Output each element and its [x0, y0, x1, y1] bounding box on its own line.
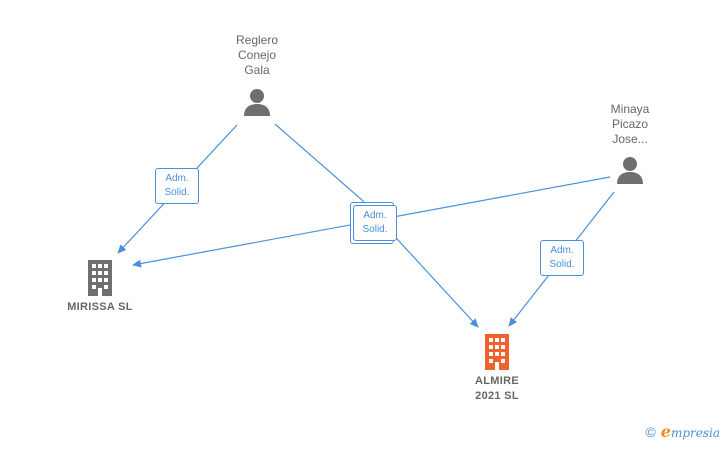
company-node-mirissa[interactable]: MIRISSA SL	[55, 260, 145, 315]
person-name-line-3: Gala	[244, 63, 270, 77]
person-icon	[617, 157, 643, 184]
edge-label-line-2: Solid.	[362, 224, 388, 235]
person-name-line-1: Reglero	[235, 33, 279, 47]
edge-label-reglero-mirissa[interactable]: Adm. Solid.	[155, 168, 199, 204]
building-icon	[485, 334, 509, 370]
brand-logo-e: e	[660, 422, 671, 441]
person-icon	[244, 89, 270, 116]
edge-label-line-1: Adm.	[550, 245, 574, 256]
person-name-line-3: Jose...	[612, 132, 648, 146]
company-name: MIRISSA SL	[67, 301, 133, 313]
edge-label-reglero-almire[interactable]: Adm. Solid.	[353, 205, 397, 241]
person-name-line-2: Conejo	[237, 48, 277, 62]
person-name-line-2: Picazo	[611, 117, 649, 131]
edge-label-line-2: Solid.	[164, 187, 190, 198]
person-node-reglero[interactable]: Reglero Conejo Gala	[222, 33, 292, 117]
edge-label-line-2: Solid.	[549, 259, 575, 270]
company-node-almire[interactable]: ALMIRE 2021 SL	[452, 334, 542, 404]
brand-logo-text: mpresia	[670, 426, 720, 440]
person-node-minaya[interactable]: Minaya Picazo Jose...	[594, 102, 666, 185]
building-icon	[88, 260, 112, 296]
company-name-line-1: ALMIRE	[475, 375, 519, 387]
company-name-line-2: 2021 SL	[475, 390, 519, 402]
person-name-line-1: Minaya	[610, 102, 650, 116]
brand-logo: empresia	[661, 422, 720, 441]
brand-watermark: © empresia	[645, 422, 720, 441]
edge-label-line-1: Adm.	[165, 173, 189, 184]
edge-label-line-1: Adm.	[363, 210, 387, 221]
edge-label-minaya-almire[interactable]: Adm. Solid.	[540, 240, 584, 276]
copyright-symbol: ©	[645, 423, 656, 440]
